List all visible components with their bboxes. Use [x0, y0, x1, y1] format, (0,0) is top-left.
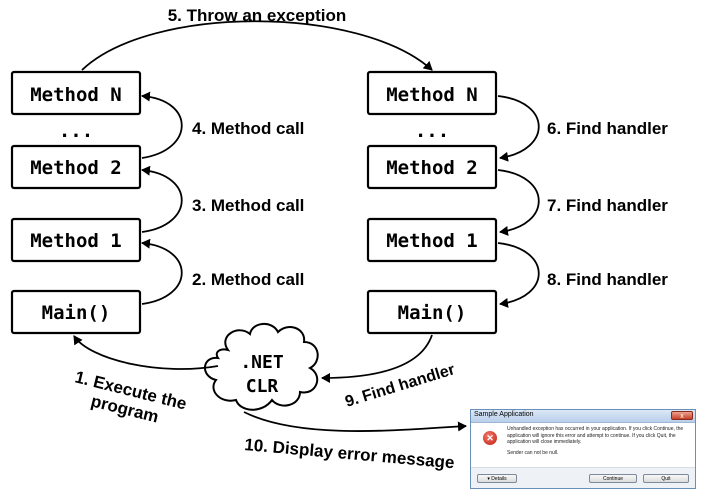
arrow-find-handler-9: [321, 334, 433, 383]
left-main-box: Main(): [10, 289, 142, 335]
step-2-label: 2. Method call: [192, 270, 304, 289]
step-3-label: 3. Method call: [192, 196, 304, 215]
arrow-method-call-3: [141, 165, 183, 233]
right-method-n-box: Method N: [366, 70, 498, 116]
dialog-title: Sample Application: [474, 411, 534, 418]
arrow-method-call-4: [141, 91, 183, 159]
right-main-label: Main(): [398, 302, 467, 324]
arrow-execute-program: [73, 335, 219, 370]
arrow-method-call-2: [141, 238, 183, 305]
step-5-label: 5. Throw an exception: [168, 6, 347, 25]
clr-cloud: [204, 323, 319, 411]
clr-label-clr: CLR: [246, 376, 279, 397]
step-10-label: 10. Display error message: [244, 435, 456, 472]
left-main-label: Main(): [42, 302, 111, 324]
chevron-down-icon: ▾: [487, 476, 490, 482]
step-9-label: 9. Find handler: [343, 361, 457, 411]
details-button[interactable]: ▾ Details: [477, 474, 517, 483]
dialog-titlebar: Sample Application x: [471, 410, 695, 423]
left-method-n-label: Method N: [30, 84, 122, 106]
step-4-label: 4. Method call: [192, 119, 304, 138]
close-button[interactable]: x: [671, 411, 693, 420]
right-ellipsis: ...: [415, 120, 449, 142]
left-method-2-label: Method 2: [30, 157, 122, 179]
dialog-message: Unhandled exception has occurred in your…: [507, 426, 684, 445]
continue-button[interactable]: Continue: [589, 474, 637, 483]
arrow-display-error: [243, 411, 467, 432]
left-method-1-box: Method 1: [10, 217, 142, 263]
step-8-label: 8. Find handler: [547, 270, 668, 289]
dialog-body: ✕ Unhandled exception has occurred in yo…: [471, 423, 695, 463]
right-method-1-label: Method 1: [386, 230, 478, 252]
quit-button[interactable]: Quit: [643, 474, 689, 483]
step-6-label: 6. Find handler: [547, 119, 668, 138]
dialog-sender-text: Sender can not be null.: [507, 450, 559, 456]
left-method-n-box: Method N: [10, 70, 142, 116]
details-button-label: Details: [491, 476, 507, 482]
right-main-box: Main(): [366, 289, 498, 335]
left-method-2-box: Method 2: [10, 144, 142, 190]
step-7-label: 7. Find handler: [547, 196, 668, 215]
arrow-throw-exception: [81, 20, 433, 71]
arrow-find-handler-7: [497, 169, 540, 236]
right-method-2-box: Method 2: [366, 144, 498, 190]
right-method-2-label: Method 2: [386, 157, 478, 179]
dialog-footer: ▾ Details Continue Quit: [471, 467, 695, 488]
left-ellipsis: ...: [59, 120, 93, 142]
left-method-1-label: Method 1: [30, 230, 122, 252]
arrow-find-handler-6: [497, 95, 540, 162]
error-icon: ✕: [483, 431, 497, 445]
clr-label-net: .NET: [240, 352, 284, 373]
right-method-1-box: Method 1: [366, 217, 498, 263]
arrow-find-handler-8: [497, 242, 540, 308]
error-dialog: Sample Application x ✕ Unhandled excepti…: [470, 409, 696, 489]
right-method-n-label: Method N: [386, 84, 478, 106]
